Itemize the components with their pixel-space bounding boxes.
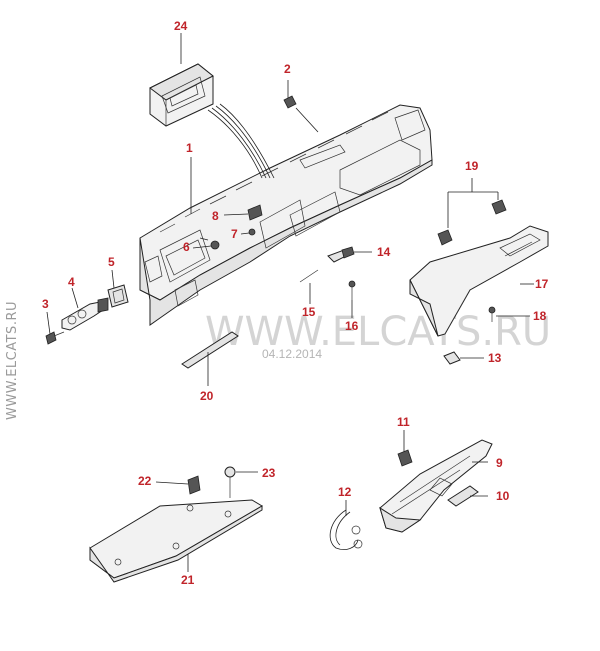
callout-8: 8 <box>212 209 219 223</box>
part-2-clip <box>283 95 297 109</box>
part-18-screw <box>488 306 496 322</box>
part-10-latch <box>447 485 479 507</box>
watermark-side: WWW.ELCATS.RU <box>5 301 20 420</box>
callout-1: 1 <box>186 141 193 155</box>
part-5-switch <box>107 284 129 308</box>
callout-19: 19 <box>465 159 479 173</box>
part-3-bolt <box>45 331 65 345</box>
callout-14: 14 <box>377 245 391 259</box>
callout-16: 16 <box>345 319 359 333</box>
part-23-grommet <box>224 466 236 498</box>
callout-20: 20 <box>200 389 214 403</box>
callout-9: 9 <box>496 456 503 470</box>
part-9-glove-box <box>379 439 493 533</box>
callout-11: 11 <box>397 415 410 429</box>
part-13-pad <box>443 351 461 365</box>
callout-24: 24 <box>174 19 188 33</box>
part-24-vent-box <box>149 63 214 127</box>
part-20-trim-strip <box>181 331 239 369</box>
watermark-center: WWW.ELCATS.RU <box>205 309 551 355</box>
part-12-strap <box>329 509 363 550</box>
callout-3: 3 <box>42 297 49 311</box>
callout-7: 7 <box>231 227 238 241</box>
callout-18: 18 <box>533 309 547 323</box>
callout-23: 23 <box>262 466 276 480</box>
callout-6: 6 <box>183 240 190 254</box>
callout-10: 10 <box>496 489 510 503</box>
callout-13: 13 <box>488 351 502 365</box>
part-15-pin <box>299 269 319 283</box>
callout-5: 5 <box>108 255 115 269</box>
part-6-nut <box>210 240 220 250</box>
part-1-dashboard <box>139 104 433 326</box>
callout-17: 17 <box>535 277 549 291</box>
part-19-clips <box>437 199 507 246</box>
watermark-date: 04.12.2014 <box>262 347 322 361</box>
part-4-harness <box>61 297 109 331</box>
callout-15: 15 <box>302 305 316 319</box>
part-7-screw <box>248 228 256 236</box>
part-21-lower-cover <box>89 499 263 583</box>
part-16-screw <box>348 280 356 300</box>
callout-4: 4 <box>68 275 75 289</box>
part-22-clip <box>187 475 201 495</box>
part-17-side-console <box>409 225 549 337</box>
callout-21: 21 <box>181 573 195 587</box>
callout-22: 22 <box>138 474 152 488</box>
part-11-clip <box>397 449 413 467</box>
part-14-bracket <box>327 246 355 263</box>
callout-12: 12 <box>338 485 352 499</box>
part-8-bracket <box>247 204 263 221</box>
callout-2: 2 <box>284 62 291 76</box>
